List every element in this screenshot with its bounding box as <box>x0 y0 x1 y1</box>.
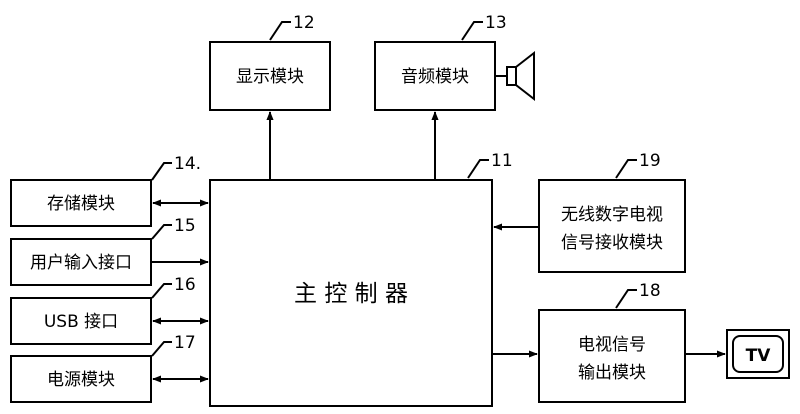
user-input-ref: 15 <box>174 216 196 236</box>
usb-interface: USB 接口 <box>10 297 152 345</box>
tv-output-ref-callout: 18 <box>615 281 661 309</box>
audio-module: 音频模块 <box>374 41 496 111</box>
audio-module-label: 音频模块 <box>401 67 469 87</box>
user-input-interface: 用户输入接口 <box>10 238 152 286</box>
usb-interface-label: USB 接口 <box>44 312 118 332</box>
display-ref: 12 <box>293 13 315 33</box>
audio-ref-callout: 13 <box>461 13 507 41</box>
wireless-receiver-label-line1: 无线数字电视 <box>561 205 663 225</box>
wireless-ref: 19 <box>639 151 661 171</box>
display-module-label: 显示模块 <box>236 67 304 87</box>
wireless-ref-callout: 19 <box>615 151 661 179</box>
wireless-receiver-label-line2: 信号接收模块 <box>561 233 663 253</box>
wireless-receiver-module: 无线数字电视 信号接收模块 <box>538 179 686 273</box>
main-controller: 主 控 制 器 <box>209 179 493 407</box>
audio-ref: 13 <box>485 13 507 33</box>
speaker-icon <box>495 50 535 102</box>
usb-ref: 16 <box>174 275 196 295</box>
storage-ref-callout: 14. <box>151 154 201 181</box>
tv-output-ref: 18 <box>639 281 661 301</box>
storage-ref: 14. <box>174 154 201 174</box>
power-module: 电源模块 <box>10 355 152 403</box>
usb-ref-callout: 16 <box>151 275 196 299</box>
power-module-label: 电源模块 <box>47 370 115 390</box>
user-input-ref-callout: 15 <box>151 216 196 240</box>
power-ref: 17 <box>174 333 196 353</box>
display-module: 显示模块 <box>209 41 331 111</box>
display-ref-callout: 12 <box>269 13 315 41</box>
main-ref-callout: 11 <box>467 151 513 179</box>
storage-module: 存储模块 <box>10 179 152 227</box>
tv-label: TV <box>746 346 772 366</box>
storage-module-label: 存储模块 <box>47 194 115 214</box>
tv-output-label-line1: 电视信号 <box>578 335 646 355</box>
tv-output-module: 电视信号 输出模块 <box>538 309 686 403</box>
user-input-label: 用户输入接口 <box>30 253 132 273</box>
tv-output-label-line2: 输出模块 <box>578 363 646 383</box>
main-ref: 11 <box>491 151 513 171</box>
main-controller-label: 主 控 制 器 <box>294 281 408 307</box>
tv-icon: TV <box>726 329 790 379</box>
power-ref-callout: 17 <box>151 333 196 357</box>
